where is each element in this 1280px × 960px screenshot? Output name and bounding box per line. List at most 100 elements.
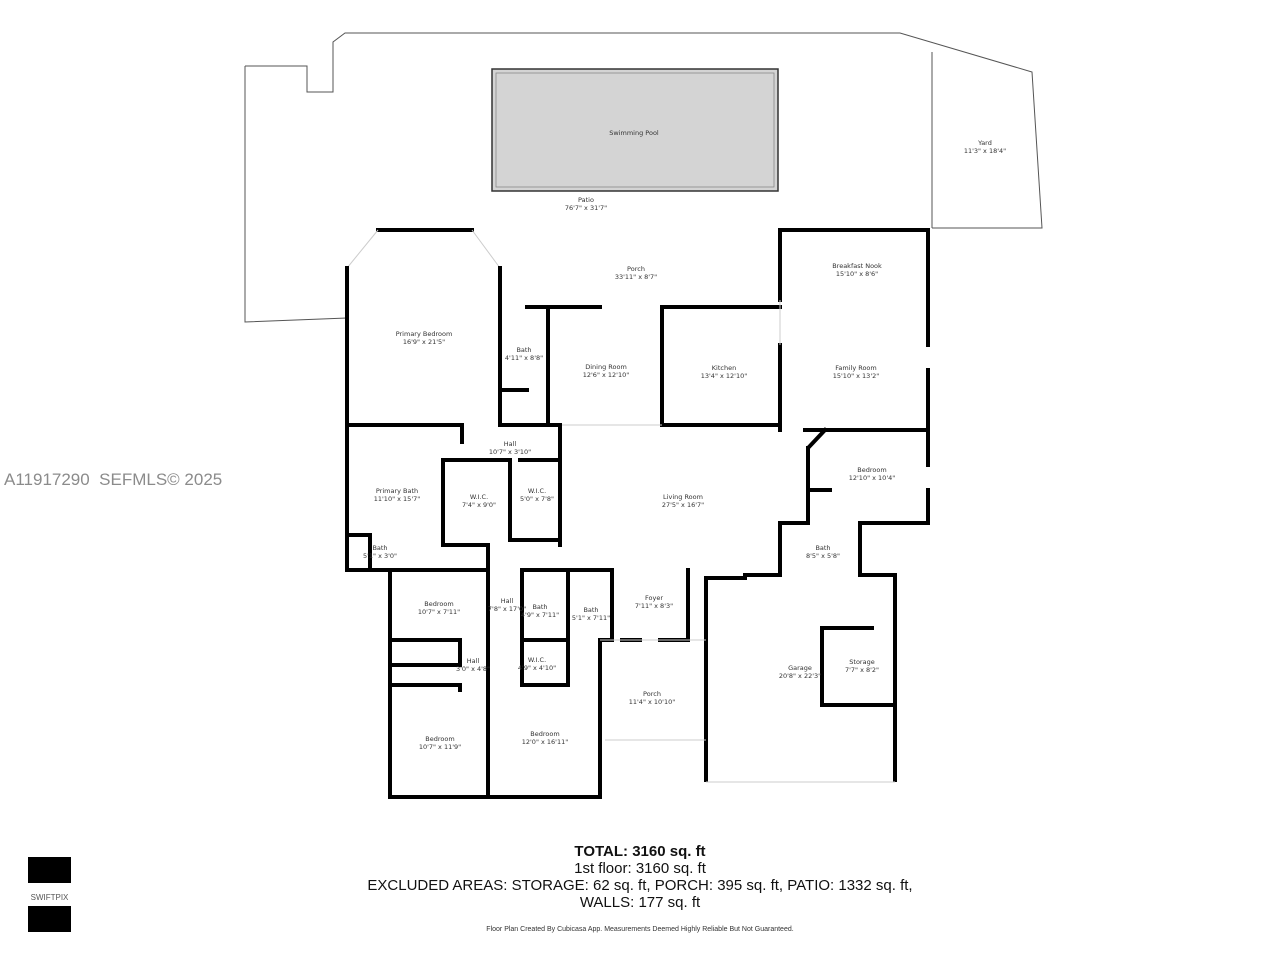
room-dimensions: 11'3" x 18'4" bbox=[964, 147, 1006, 155]
room-name: Hall bbox=[504, 440, 517, 448]
room-dimensions: 12'10" x 10'4" bbox=[849, 474, 895, 482]
room-name: Bath bbox=[372, 544, 387, 552]
room-dimensions: 5'1" x 3'0" bbox=[363, 552, 397, 560]
room-dimensions: 27'5" x 16'7" bbox=[662, 501, 704, 509]
room-dimensions: 4'9" x 4'10" bbox=[518, 664, 556, 672]
room-dimensions: 15'10" x 13'2" bbox=[833, 372, 879, 380]
disclaimer: Floor Plan Created By Cubicasa App. Meas… bbox=[486, 926, 794, 933]
swiftpix-logo: SWIFTPIX bbox=[28, 857, 71, 932]
room-dimensions: 12'0" x 16'11" bbox=[522, 738, 568, 746]
room-name: Hall bbox=[467, 657, 480, 665]
room-name: Bedroom bbox=[530, 730, 559, 738]
room-label: W.I.C.4'9" x 4'10" bbox=[518, 656, 556, 672]
room-dimensions: 16'9" x 21'5" bbox=[403, 338, 445, 346]
area-summary: TOTAL: 3160 sq. ft 1st floor: 3160 sq. f… bbox=[0, 843, 1280, 938]
room-label: W.I.C.5'0" x 7'8" bbox=[520, 487, 554, 503]
patio-outline bbox=[244, 32, 1043, 323]
room-dimensions: 4'9" x 7'11" bbox=[521, 611, 559, 619]
room-name: Bath bbox=[516, 346, 531, 354]
room-name: Storage bbox=[849, 658, 874, 666]
room-dimensions: 3'0" x 4'8" bbox=[456, 665, 490, 673]
room-dimensions: 10'7" x 7'11" bbox=[418, 608, 460, 616]
room-dimensions: 4'11" x 8'8" bbox=[505, 354, 543, 362]
room-name: Breakfast Nook bbox=[832, 262, 882, 270]
room-dimensions: 7'8" x 17'0" bbox=[488, 605, 526, 613]
logo-text: SWIFTPIX bbox=[30, 893, 69, 902]
room-name: Bedroom bbox=[424, 600, 453, 608]
room-dimensions: 15'10" x 8'6" bbox=[836, 270, 878, 278]
room-name: Family Room bbox=[835, 364, 877, 372]
swimming-pool bbox=[491, 68, 779, 192]
room-dimensions: 7'11" x 8'3" bbox=[635, 602, 673, 610]
room-dimensions: 20'8" x 22'3" bbox=[779, 672, 821, 680]
room-name: Bedroom bbox=[425, 735, 454, 743]
room-name: Bath bbox=[532, 603, 547, 611]
room-name: Primary Bedroom bbox=[396, 330, 453, 338]
room-dimensions: 11'4" x 10'10" bbox=[629, 698, 675, 706]
room-label: Swimming Pool bbox=[609, 129, 659, 137]
room-dimensions: 10'7" x 11'9" bbox=[419, 743, 461, 751]
room-name: Swimming Pool bbox=[609, 129, 659, 137]
room-name: Porch bbox=[627, 265, 645, 273]
room-label: W.I.C.7'4" x 9'0" bbox=[462, 493, 496, 509]
room-dimensions: 76'7" x 31'7" bbox=[565, 204, 607, 212]
excluded-areas: EXCLUDED AREAS: STORAGE: 62 sq. ft, PORC… bbox=[367, 877, 913, 894]
room-name: Hall bbox=[501, 597, 514, 605]
room-name: W.I.C. bbox=[470, 493, 488, 501]
room-name: W.I.C. bbox=[528, 656, 546, 664]
room-dimensions: 5'1" x 7'11" bbox=[572, 614, 610, 622]
room-name: Patio bbox=[578, 196, 594, 204]
room-name: Foyer bbox=[645, 594, 663, 602]
room-dimensions: 33'11" x 8'7" bbox=[615, 273, 657, 281]
room-name: Bath bbox=[583, 606, 598, 614]
room-name: Living Room bbox=[663, 493, 703, 501]
room-name: Dining Room bbox=[585, 363, 627, 371]
walls bbox=[345, 228, 930, 799]
watermark: A11917290 SEFMLS© 2025 bbox=[4, 470, 223, 489]
room-name: Bath bbox=[815, 544, 830, 552]
room-name: Primary Bath bbox=[376, 487, 418, 495]
room-name: Garage bbox=[788, 664, 812, 672]
room-dimensions: 7'4" x 9'0" bbox=[462, 501, 496, 509]
room-dimensions: 5'0" x 7'8" bbox=[520, 495, 554, 503]
first-floor-area: 1st floor: 3160 sq. ft bbox=[574, 860, 706, 877]
room-name: W.I.C. bbox=[528, 487, 546, 495]
room-name: Bedroom bbox=[857, 466, 886, 474]
room-dimensions: 12'6" x 12'10" bbox=[583, 371, 629, 379]
total-area: TOTAL: 3160 sq. ft bbox=[574, 843, 706, 860]
room-name: Porch bbox=[643, 690, 661, 698]
walls-area: WALLS: 177 sq. ft bbox=[579, 894, 701, 911]
room-dimensions: 10'7" x 3'10" bbox=[489, 448, 531, 456]
room-dimensions: 7'7" x 8'2" bbox=[845, 666, 879, 674]
room-dimensions: 13'4" x 12'10" bbox=[701, 372, 747, 380]
room-dimensions: 11'10" x 15'7" bbox=[374, 495, 420, 503]
room-dimensions: 8'5" x 5'8" bbox=[806, 552, 840, 560]
